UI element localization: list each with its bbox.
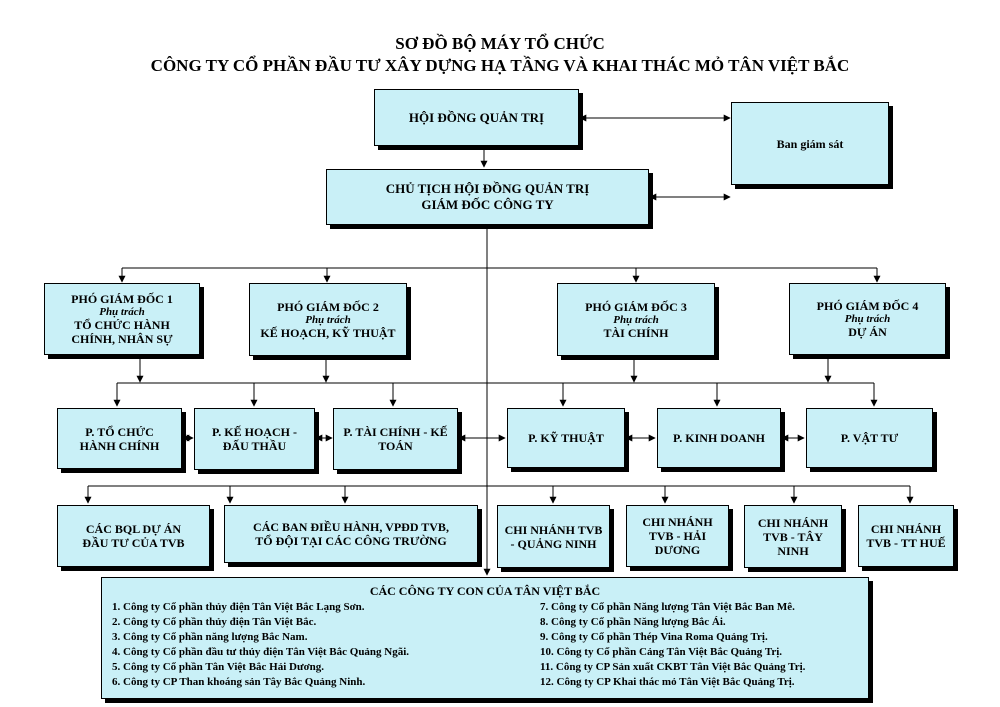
branch-tay-ninh-box: CHI NHÁNH TVB - TÂY NINH [744,505,842,568]
deputy-title: PHÓ GIÁM ĐỐC 2 [277,299,379,314]
branch-hai-duong-box: CHI NHÁNH TVB - HẢI DƯƠNG [626,505,729,567]
deputy-title: PHÓ GIÁM ĐỐC 4 [816,299,919,313]
subsidiary-item: 7. Công ty Cổ phần Năng lượng Tân Việt B… [540,601,795,613]
deputy-role: Phụ trách [99,306,145,318]
deputy-director-4-box: PHÓ GIÁM ĐỐC 4 Phụ trách DỰ ÁN [789,283,946,355]
subsidiary-item: 8. Công ty Cổ phần Năng lượng Bắc Ái. [540,616,726,628]
deputy-director-2-box: PHÓ GIÁM ĐỐC 2 Phụ trách KẾ HOẠCH, KỸ TH… [249,283,407,356]
subsidiary-item: 10. Công ty Cổ phần Cảng Tân Việt Bắc Qu… [540,646,783,658]
subsidiary-item: 12. Công ty CP Khai thác mỏ Tân Việt Bắc… [540,676,795,688]
unit-label: CÁC BQL DỰ ÁN ĐẦU TƯ CỦA TVB [82,522,185,550]
unit-label: CHI NHÁNH TVB - TT HUẾ [866,522,946,550]
dept-business-box: P. KINH DOANH [657,408,781,468]
subsidiary-item: 4. Công ty Cổ phần đầu tư thủy điện Tân … [112,646,410,658]
unit-label: CÁC BAN ĐIỀU HÀNH, VPĐD TVB, TỔ ĐỘI TẠI … [253,520,449,548]
subsidiary-item: 11. Công ty CP Sản xuất CKBT Tân Việt Bắ… [540,661,806,673]
chairman-label: CHỦ TỊCH HỘI ĐỒNG QUẢN TRỊ [385,181,590,196]
supervisory-board-box: Ban giám sát [731,102,889,185]
subsidiaries-right-list: 7. Công ty Cổ phần Năng lượng Tân Việt B… [540,600,805,690]
dept-label: P. KINH DOANH [673,431,765,445]
deputy-role: Phụ trách [613,313,659,326]
director-label: GIÁM ĐỐC CÔNG TY [421,197,554,212]
dept-planning-box: P. KẾ HOẠCH - ĐẤU THẦU [194,408,315,470]
branch-hue-box: CHI NHÁNH TVB - TT HUẾ [858,505,954,567]
subsidiary-item: 2. Công ty Cổ phần thủy điện Tân Việt Bắ… [112,616,317,628]
dept-label: P. TỔ CHỨC HÀNH CHÍNH [79,424,160,453]
dept-admin-box: P. TỔ CHỨC HÀNH CHÍNH [57,408,182,469]
dept-technical-box: P. KỸ THUẬT [507,408,625,468]
dept-supplies-box: P. VẬT TƯ [806,408,933,468]
subsidiaries-heading: CÁC CÔNG TY CON CỦA TÂN VIỆT BẮC [369,584,601,598]
deputy-area: TÀI CHÍNH [603,325,669,340]
company-name: CÔNG TY CỔ PHẦN ĐẦU TƯ XÂY DỰNG HẠ TẦNG … [150,56,850,75]
chart-title: SƠ ĐỒ BỘ MÁY TỔ CHỨC [395,34,605,53]
subsidiary-item: 3. Công ty Cổ phần năng lượng Bắc Nam. [112,631,308,643]
deputy-role: Phụ trách [844,313,891,325]
deputy-area: DỰ ÁN [848,325,887,339]
subsidiary-item: 1. Công ty Cổ phần thủy điện Tân Việt Bắ… [112,601,365,613]
board-of-directors-box: HỘI ĐỒNG QUẢN TRỊ [374,89,579,146]
dept-finance-box: P. TÀI CHÍNH - KẾ TOÁN [333,408,458,470]
unit-label: CHI NHÁNH TVB - HẢI DƯƠNG [642,515,713,557]
deputy-role: Phụ trách [305,313,351,326]
site-offices-box: CÁC BAN ĐIỀU HÀNH, VPĐD TVB, TỔ ĐỘI TẠI … [224,505,478,563]
branch-quang-ninh-box: CHI NHÁNH TVB - QUẢNG NINH [497,505,610,568]
supervisory-label: Ban giám sát [776,136,844,151]
board-label: HỘI ĐỒNG QUẢN TRỊ [408,109,545,125]
unit-label: CHI NHÁNH TVB - QUẢNG NINH [504,522,603,551]
subsidiaries-left-list: 1. Công ty Cổ phần thủy điện Tân Việt Bắ… [112,600,409,690]
dept-label: P. TÀI CHÍNH - KẾ TOÁN [343,425,448,453]
deputy-area: TỔ CHỨC HÀNH CHÍNH, NHÂN SỰ [71,318,173,346]
project-management-units-box: CÁC BQL DỰ ÁN ĐẦU TƯ CỦA TVB [57,505,210,567]
deputy-director-3-box: PHÓ GIÁM ĐỐC 3 Phụ trách TÀI CHÍNH [557,283,715,356]
deputy-area: KẾ HOẠCH, KỸ THUẬT [260,325,396,340]
subsidiary-item: 9. Công ty Cổ phần Thép Vina Roma Quảng … [540,631,768,643]
deputy-title: PHÓ GIÁM ĐỐC 1 [71,292,173,306]
unit-label: CHI NHÁNH TVB - TÂY NINH [757,515,829,558]
subsidiary-item: 5. Công ty Cổ phần Tân Việt Bắc Hải Dươn… [112,661,325,673]
dept-label: P. KỸ THUẬT [528,431,604,445]
dept-label: P. VẬT TƯ [840,431,899,445]
subsidiary-item: 6. Công ty CP Than khoáng sản Tây Bắc Qu… [112,676,366,688]
dept-label: P. KẾ HOẠCH - ĐẤU THẦU [212,425,297,453]
chairman-director-box: CHỦ TỊCH HỘI ĐỒNG QUẢN TRỊ GIÁM ĐỐC CÔNG… [326,169,649,225]
deputy-title: PHÓ GIÁM ĐỐC 3 [585,299,687,314]
subsidiaries-box: CÁC CÔNG TY CON CỦA TÂN VIỆT BẮC 1. Công… [101,577,869,699]
deputy-director-1-box: PHÓ GIÁM ĐỐC 1 Phụ trách TỔ CHỨC HÀNH CH… [44,283,200,355]
